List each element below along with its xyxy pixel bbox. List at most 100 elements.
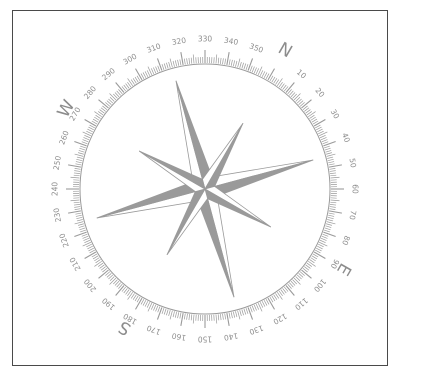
- tick-38: [322, 140, 328, 142]
- tick-160: [181, 313, 183, 326]
- tick-213: [87, 246, 92, 249]
- tick-82: [322, 236, 328, 238]
- degree-label-70: 70: [347, 210, 358, 221]
- degree-label-220: 220: [57, 232, 70, 249]
- tick-266: [86, 131, 91, 134]
- tick-115: [277, 292, 282, 299]
- tick-145: [216, 315, 217, 324]
- degree-label-200: 200: [82, 277, 98, 294]
- tick-220: [74, 232, 86, 236]
- degree-label-150: 150: [198, 335, 213, 344]
- degree-label-130: 130: [248, 323, 265, 336]
- tick-222: [79, 228, 85, 230]
- tick-15: [294, 94, 300, 100]
- tick-141: [225, 313, 226, 319]
- tick-233: [74, 204, 80, 205]
- tick-223: [79, 226, 85, 228]
- tick-217: [83, 238, 89, 240]
- tick-137: [233, 312, 234, 318]
- degree-label-40: 40: [340, 132, 352, 144]
- degree-label-100: 100: [312, 277, 328, 294]
- degree-label-210: 210: [68, 255, 83, 272]
- tick-176: [147, 302, 150, 307]
- tick-123: [262, 301, 265, 306]
- tick-335: [216, 55, 217, 64]
- degree-label-340: 340: [223, 36, 239, 47]
- tick-46: [327, 157, 333, 158]
- tick-72: [328, 215, 334, 216]
- tick-263: [83, 137, 89, 139]
- tick-256: [78, 153, 84, 155]
- degree-label-330: 330: [198, 35, 213, 44]
- tick-345: [238, 59, 240, 68]
- tick-226: [77, 219, 83, 220]
- tick-49: [329, 164, 335, 165]
- tick-259: [80, 146, 86, 148]
- tick-177: [145, 301, 148, 306]
- tick-346: [240, 62, 242, 68]
- degree-label-10: 10: [295, 68, 308, 81]
- tick-48: [328, 162, 334, 163]
- tick-249: [75, 168, 81, 169]
- tick-341: [229, 59, 230, 65]
- tick-163: [175, 312, 176, 318]
- tick-225: [75, 222, 84, 224]
- tick-77: [325, 226, 331, 228]
- degree-label-30: 30: [329, 108, 342, 121]
- degree-label-120: 120: [271, 311, 288, 326]
- tick-95: [308, 261, 315, 266]
- tick-308: [156, 67, 158, 73]
- tick-221: [80, 230, 86, 232]
- tick-230: [68, 211, 81, 213]
- tick-32: [316, 127, 321, 130]
- degree-label-320: 320: [171, 36, 187, 47]
- tick-214: [86, 244, 91, 247]
- tick-43: [325, 150, 331, 152]
- tick-340: [227, 52, 229, 65]
- tick-159: [184, 313, 185, 319]
- tick-311: [162, 64, 164, 70]
- tick-144: [218, 314, 219, 320]
- tick-322: [187, 58, 188, 64]
- tick-138: [231, 312, 232, 318]
- tick-350: [248, 58, 252, 70]
- tick-348: [244, 63, 246, 69]
- tick-88: [316, 248, 321, 251]
- tick-336: [218, 58, 219, 64]
- tick-315: [170, 59, 172, 68]
- tick-261: [82, 142, 88, 144]
- tick-54: [330, 175, 336, 176]
- tick-33: [317, 129, 322, 132]
- tick-235: [71, 200, 80, 201]
- tick-234: [74, 202, 80, 203]
- tick-156: [191, 314, 192, 320]
- tick-66: [330, 202, 336, 203]
- tick-75: [327, 222, 336, 224]
- tick-165: [170, 311, 172, 320]
- tick-52: [330, 171, 336, 172]
- tick-229: [75, 213, 81, 214]
- tick-347: [242, 63, 244, 69]
- tick-275: [94, 112, 101, 117]
- tick-143: [220, 314, 221, 320]
- tick-44: [326, 153, 332, 155]
- tick-79: [324, 230, 330, 232]
- tick-131: [246, 308, 248, 314]
- tick-310: [157, 58, 161, 70]
- degree-label-50: 50: [347, 157, 358, 168]
- degree-label-170: 170: [145, 323, 162, 336]
- tick-47: [328, 159, 334, 160]
- degree-label-350: 350: [248, 41, 265, 54]
- tick-318: [178, 60, 179, 66]
- tick-304: [147, 70, 150, 75]
- tick-122: [264, 300, 267, 305]
- tick-317: [175, 60, 176, 66]
- tick-135: [238, 311, 240, 320]
- tick-130: [248, 307, 252, 319]
- tick-55: [331, 177, 340, 178]
- tick-157: [189, 314, 190, 320]
- tick-257: [79, 150, 85, 152]
- tick-323: [189, 58, 190, 64]
- tick-78: [325, 228, 331, 230]
